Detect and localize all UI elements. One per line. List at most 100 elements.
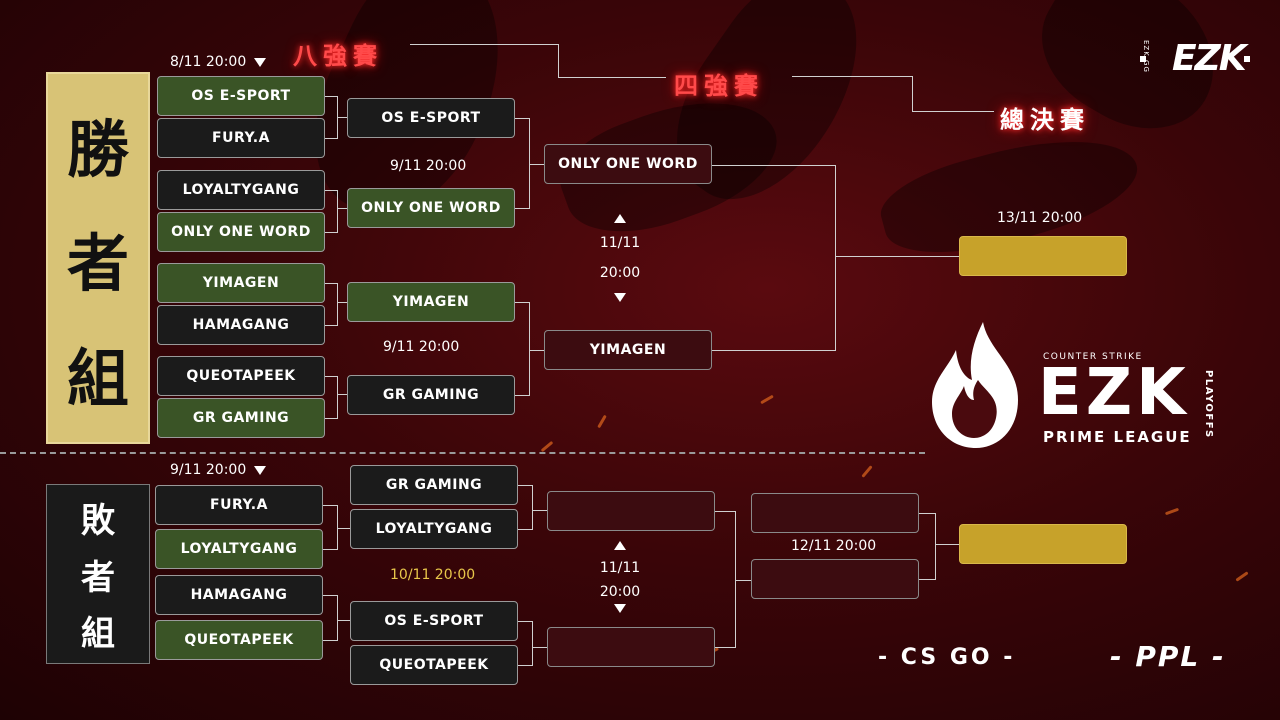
ember-spark — [540, 440, 554, 453]
team-slot[interactable]: FURY.A — [155, 485, 323, 525]
team-slot[interactable]: OS E-SPORT — [157, 76, 325, 116]
triangle-up-icon — [614, 541, 626, 550]
bracket-line — [529, 350, 544, 351]
header-connector — [558, 77, 666, 78]
bracket-line — [323, 549, 337, 550]
bracket-line — [323, 505, 337, 506]
date-text: 11/11 — [599, 560, 641, 576]
bracket-line — [323, 595, 337, 596]
csgo-logo-text: - CS GO - — [878, 645, 1016, 670]
ppl-logo: - PPL - — [1110, 640, 1226, 673]
bracket-line — [325, 418, 337, 419]
bracket-line — [532, 510, 547, 511]
bracket-line — [919, 513, 935, 514]
logo-bottom-text: PRIME LEAGUE — [1043, 428, 1192, 446]
bracket-line — [337, 505, 338, 550]
bracket-line — [529, 118, 530, 209]
date-text: 11/11 — [599, 235, 641, 251]
team-slot[interactable]: GR GAMING — [347, 375, 515, 415]
bracket-line — [325, 325, 337, 326]
team-slot[interactable]: QUEOTAPEEK — [157, 356, 325, 396]
bracket-line — [515, 118, 529, 119]
bracket-line — [518, 485, 532, 486]
time-text: 20:00 — [599, 265, 641, 281]
team-slot[interactable]: QUEOTAPEEK — [350, 645, 518, 685]
semifinal-title: 四強賽 — [674, 72, 764, 100]
ember-spark — [597, 414, 607, 429]
team-slot[interactable]: GR GAMING — [350, 465, 518, 505]
team-slot[interactable] — [751, 559, 919, 599]
team-slot[interactable]: YIMAGEN — [157, 263, 325, 303]
brand-logo: EZK.GG EZK — [1136, 38, 1256, 84]
header-connector — [912, 76, 913, 111]
team-slot[interactable]: LOYALTYGANG — [155, 529, 323, 569]
team-slot[interactable]: YIMAGEN — [544, 330, 712, 370]
team-slot[interactable]: ONLY ONE WORD — [347, 188, 515, 228]
bracket-line — [532, 485, 533, 530]
winners-qf-date-top: 9/11 20:00 — [390, 158, 467, 174]
bracket-line — [518, 621, 532, 622]
team-slot[interactable]: LOYALTYGANG — [157, 170, 325, 210]
team-slot[interactable]: OS E-SPORT — [350, 601, 518, 641]
winners-qf-date-bottom: 9/11 20:00 — [383, 339, 460, 355]
brand-dot-icon — [1244, 56, 1250, 62]
bracket-line — [337, 394, 347, 395]
losers-final-slot[interactable] — [959, 524, 1127, 564]
bracket-line — [835, 165, 836, 351]
ember-spark — [1164, 507, 1180, 516]
bracket-line — [337, 595, 338, 641]
bracket-line — [735, 580, 751, 581]
bracket-line — [515, 302, 529, 303]
final-title: 總決賽 — [1000, 106, 1090, 134]
date-text: 9/11 20:00 — [170, 462, 247, 478]
team-slot[interactable]: HAMAGANG — [157, 305, 325, 345]
triangle-down-icon — [254, 57, 267, 67]
team-slot[interactable]: YIMAGEN — [347, 282, 515, 322]
team-slot[interactable] — [547, 491, 715, 531]
bracket-line — [529, 302, 530, 396]
bracket-line — [835, 256, 959, 257]
header-connector — [912, 111, 994, 112]
bracket-line — [532, 647, 547, 648]
winners-label-char: 者 — [66, 227, 129, 300]
losers-label-char: 敗 — [81, 500, 115, 541]
bracket-line — [518, 665, 532, 666]
bracket-line — [325, 190, 337, 191]
brand-mark-text: EZK — [1172, 38, 1247, 79]
winners-r1-date: 8/11 20:00 — [170, 54, 267, 70]
brand-small-text: EZK.GG — [1142, 40, 1150, 73]
losers-bracket-label: 敗 者 組 — [46, 484, 150, 664]
triangle-down-icon — [254, 465, 267, 475]
bracket-line — [337, 117, 347, 118]
team-slot[interactable]: HAMAGANG — [155, 575, 323, 615]
losers-r1-date: 9/11 20:00 — [170, 462, 267, 478]
bracket-line — [337, 283, 338, 326]
bracket-line — [935, 544, 959, 545]
bracket-line — [337, 620, 350, 621]
header-connector — [792, 76, 912, 77]
team-slot[interactable]: GR GAMING — [157, 398, 325, 438]
header-connector — [410, 44, 558, 45]
team-slot[interactable]: QUEOTAPEEK — [155, 620, 323, 660]
bracket-line — [715, 647, 735, 648]
winners-label-char: 勝 — [66, 112, 129, 186]
team-slot[interactable]: ONLY ONE WORD — [544, 144, 712, 184]
bracket-line — [735, 511, 736, 648]
team-slot[interactable]: ONLY ONE WORD — [157, 212, 325, 252]
date-text: 8/11 20:00 — [170, 54, 247, 70]
winners-final-slot[interactable] — [959, 236, 1127, 276]
logo-side-text: PLAYOFFS — [1203, 370, 1214, 439]
winners-sf-schedule: 11/11 20:00 — [590, 214, 650, 302]
team-slot[interactable] — [547, 627, 715, 667]
team-slot[interactable]: FURY.A — [157, 118, 325, 158]
bracket-line — [323, 640, 337, 641]
team-slot[interactable] — [751, 493, 919, 533]
bracket-line — [325, 283, 337, 284]
team-slot[interactable]: OS E-SPORT — [347, 98, 515, 138]
ppl-logo-text: - PPL - — [1110, 640, 1226, 673]
round-of-8-title: 八強賽 — [293, 42, 383, 70]
team-slot[interactable]: LOYALTYGANG — [350, 509, 518, 549]
bracket-divider — [0, 452, 925, 454]
bracket-line — [337, 190, 338, 233]
ember-spark — [861, 465, 873, 478]
